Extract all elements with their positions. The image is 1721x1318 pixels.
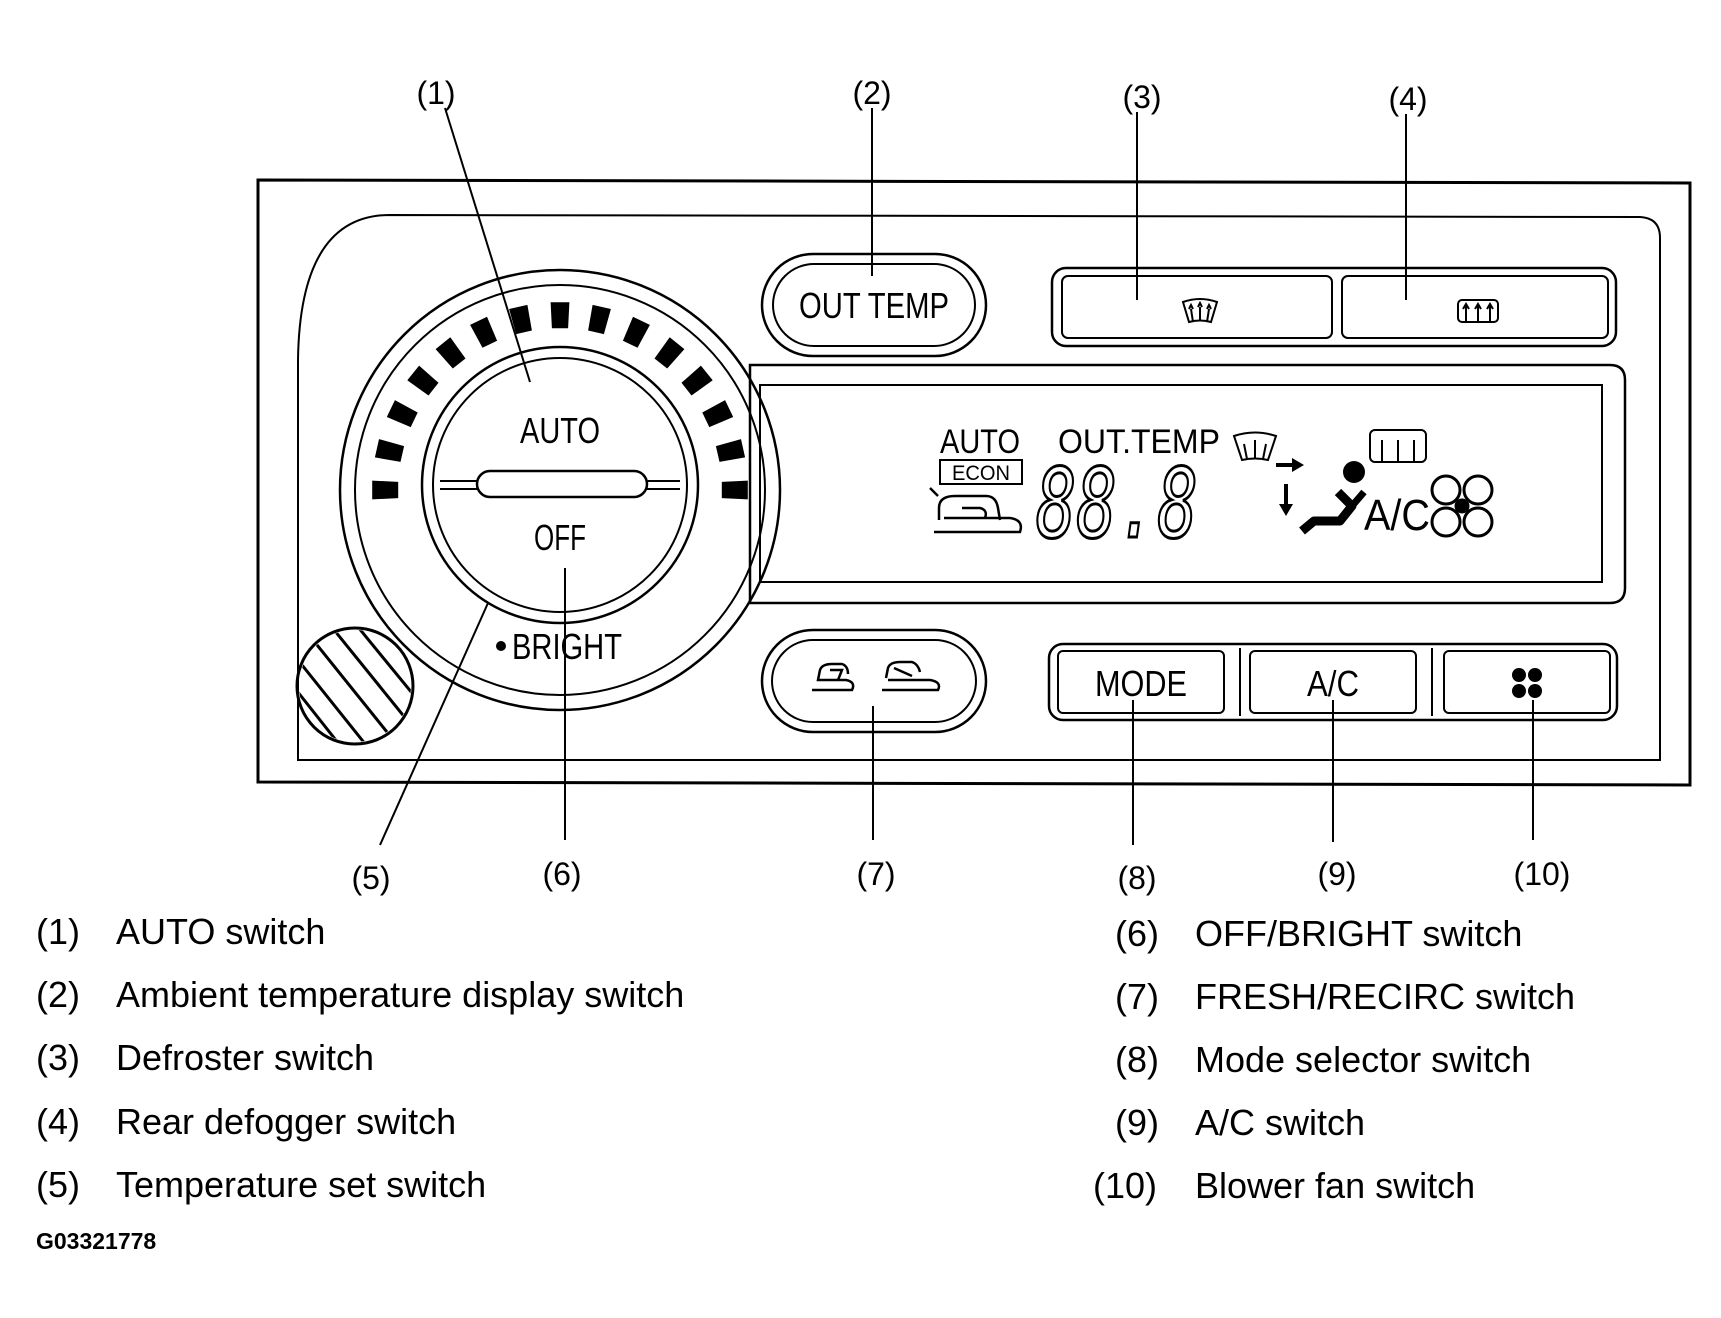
lcd-rear-defogger-icon	[1369, 429, 1427, 463]
scale-segment	[374, 439, 405, 462]
grille	[295, 626, 415, 746]
lcd-auto-indicator: AUTO	[940, 423, 1020, 461]
lcd-display: AUTO ECON OUT.TEMP 88.8 A/C	[748, 363, 1627, 605]
panel-frame	[256, 178, 1692, 787]
lcd-temperature-digits: 88.8	[1036, 448, 1198, 560]
lcd-airflow-mode-icon	[1276, 458, 1367, 535]
ac-button[interactable]: A/C	[1239, 648, 1417, 716]
callout-1: (1)	[416, 75, 455, 111]
ac-label: A/C	[1307, 663, 1359, 704]
mode-button[interactable]: MODE	[1057, 650, 1225, 714]
callout-7: (7)	[856, 856, 895, 892]
scale-segment	[654, 337, 685, 369]
scale-segment	[386, 400, 418, 428]
fresh-recirc-icon	[812, 660, 941, 692]
defrost-button-group	[1050, 266, 1618, 348]
legend-text: OFF/BRIGHT switch	[1195, 913, 1523, 954]
lcd-out-temp-indicator: OUT.TEMP	[1058, 423, 1220, 461]
callout-10: (10)	[1514, 856, 1571, 892]
scale-segment	[372, 480, 399, 500]
scale-segment	[715, 439, 746, 462]
lcd-ac-indicator: A/C	[1364, 491, 1430, 540]
legend-text: Temperature set switch	[116, 1164, 487, 1205]
callout-labels: (1) (2) (3) (4) (5) (6) (7) (8) (9) (10)	[351, 75, 1570, 896]
scale-segment	[702, 400, 734, 428]
callout-3: (3)	[1122, 79, 1161, 115]
lcd-fan-icon	[1430, 474, 1494, 538]
leader-lines	[379, 107, 1534, 846]
legend-text: Mode selector switch	[1195, 1039, 1532, 1080]
legend-text: Defroster switch	[116, 1037, 375, 1078]
out-temp-label: OUT TEMP	[799, 285, 949, 326]
rear-defogger-icon	[1457, 299, 1499, 323]
legend-number: (6)	[1115, 913, 1159, 954]
callout-9: (9)	[1317, 856, 1356, 892]
lcd-defroster-icon	[1232, 431, 1278, 462]
legend-text: AUTO switch	[116, 911, 326, 952]
callout-4: (4)	[1388, 81, 1427, 117]
legend-text: Ambient temperature display switch	[116, 974, 685, 1015]
temperature-scale	[372, 302, 748, 500]
defroster-button[interactable]	[1061, 275, 1333, 339]
scale-segment	[721, 480, 748, 500]
legend-number: (9)	[1115, 1102, 1159, 1143]
rear-defogger-button[interactable]	[1341, 275, 1609, 339]
temperature-dial[interactable]: AUTO OFF BRIGHT	[338, 268, 782, 712]
callout-2: (2)	[852, 75, 891, 111]
legend-number: (10)	[1093, 1165, 1158, 1206]
legend-number: (1)	[36, 911, 80, 952]
scale-segment	[681, 365, 713, 396]
scale-segment	[588, 304, 611, 335]
out-temp-button[interactable]: OUT TEMP	[760, 252, 988, 358]
legend-number: (8)	[1115, 1039, 1159, 1080]
legend-text: FRESH/RECIRC switch	[1195, 976, 1576, 1017]
lcd-recirc-icon	[929, 487, 1023, 534]
lcd-econ-indicator: ECON	[952, 462, 1010, 485]
dial-auto-label[interactable]: AUTO	[520, 410, 600, 451]
fan-icon	[1512, 668, 1542, 698]
scale-segment	[470, 316, 498, 348]
legend-number: (3)	[36, 1037, 80, 1078]
callout-6: (6)	[542, 856, 581, 892]
scale-segment	[407, 365, 439, 396]
dial-bright-label: BRIGHT	[512, 626, 622, 667]
mode-label: MODE	[1095, 663, 1187, 704]
blower-fan-button[interactable]	[1431, 648, 1611, 716]
front-defroster-icon	[1181, 298, 1219, 324]
scale-segment	[435, 337, 466, 369]
legend-number: (2)	[36, 974, 80, 1015]
bright-dot	[496, 641, 506, 651]
callout-5: (5)	[351, 860, 390, 896]
legend-text: A/C switch	[1195, 1102, 1366, 1143]
dial-off-label[interactable]: OFF	[534, 517, 586, 558]
legend-number: (5)	[36, 1164, 80, 1205]
legend-number: (7)	[1115, 976, 1159, 1017]
scale-segment	[550, 302, 570, 329]
legend-text: Rear defogger switch	[116, 1101, 457, 1142]
figure-id: G03321778	[36, 1228, 157, 1254]
legend-number: (4)	[36, 1101, 80, 1142]
callout-8: (8)	[1117, 860, 1156, 896]
scale-segment	[509, 304, 532, 335]
scale-segment	[622, 316, 650, 348]
legend-text: Blower fan switch	[1195, 1165, 1476, 1206]
